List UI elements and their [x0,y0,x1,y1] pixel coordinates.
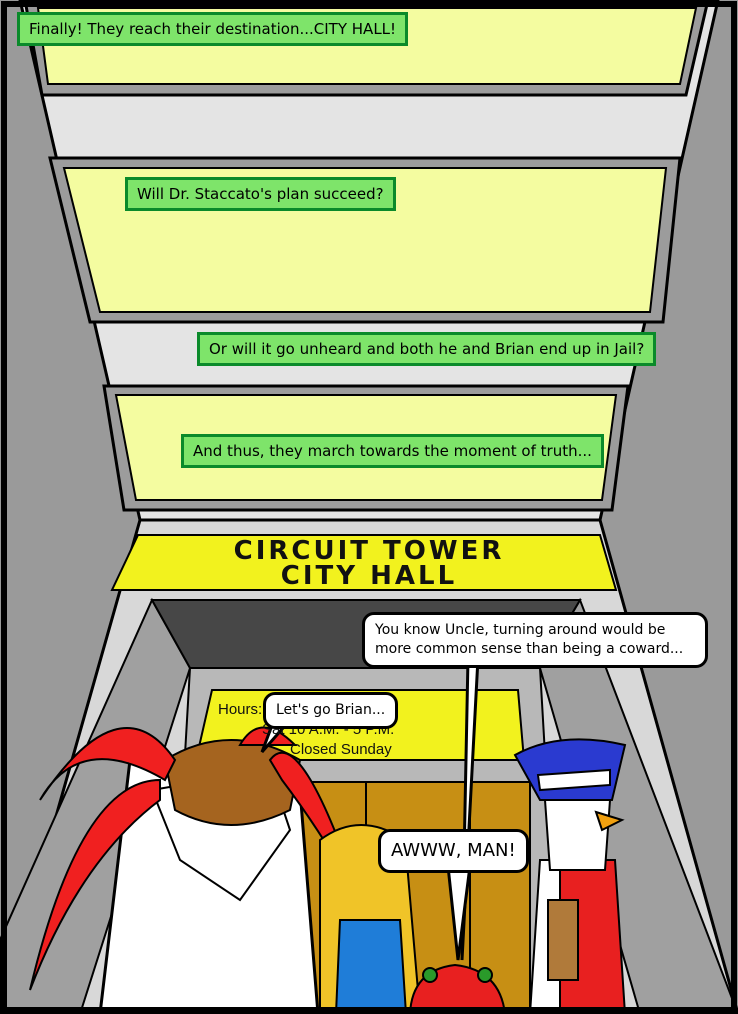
brian-figure [408,963,507,1014]
caption-3: Or will it go unheard and both he and Br… [197,332,657,366]
city-hall-sign [110,534,618,591]
sign-line-1: CIRCUIT TOWER [233,536,505,566]
caption-4: And thus, they march towards the moment … [181,434,604,468]
staccato-speech-bubble: Let's go Brian... [263,692,399,729]
uncle-figure [513,738,627,1014]
caption-1: Finally! They reach their destination...… [17,12,409,46]
right-wall [600,0,738,1014]
uncle-speech-bubble: You know Uncle, turning around would be … [362,612,708,668]
caption-2: Will Dr. Staccato's plan succeed? [125,177,396,211]
hours-line-3: Closed Sunday [290,741,392,758]
dr-staccato-figure [29,726,361,1014]
brian-speech-bubble: AWWW, MAN! [378,829,529,873]
sign-line-2: CITY HALL [280,561,458,591]
left-wall [0,0,140,1014]
